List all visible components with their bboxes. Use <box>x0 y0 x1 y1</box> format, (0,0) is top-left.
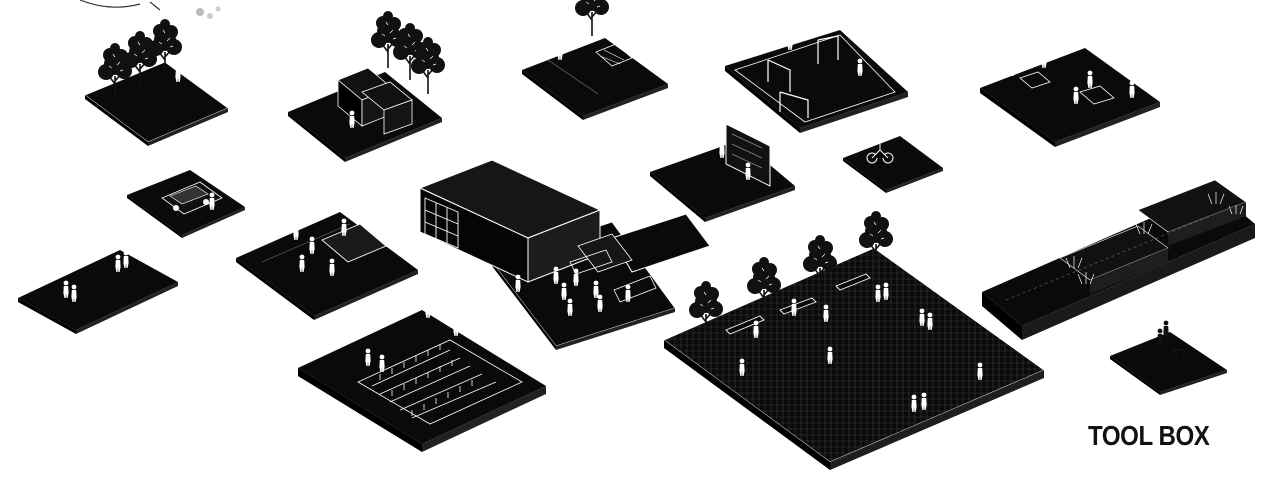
tile-cyclist <box>843 134 943 193</box>
tile-tree-lined-plaza <box>663 210 1045 470</box>
tile-parked-car <box>127 170 245 238</box>
tile-billboard <box>650 123 795 222</box>
tile-pavilions-with-trees <box>288 10 446 162</box>
tile-platform-stage <box>236 212 418 320</box>
diagram-title: TOOL BOX <box>1088 420 1210 451</box>
tile-dog-walker <box>1110 320 1227 395</box>
sketch-fragment <box>79 0 221 19</box>
tile-cafe-seating <box>980 48 1160 147</box>
tile-small-gathering <box>18 250 178 334</box>
tile-garden-beds <box>298 300 546 452</box>
tile-central-building <box>418 159 711 350</box>
tile-planted-terraces <box>982 179 1255 340</box>
tile-tree-grove <box>84 18 229 146</box>
tile-frame-installations <box>725 30 908 133</box>
tile-market-stall <box>522 0 668 120</box>
